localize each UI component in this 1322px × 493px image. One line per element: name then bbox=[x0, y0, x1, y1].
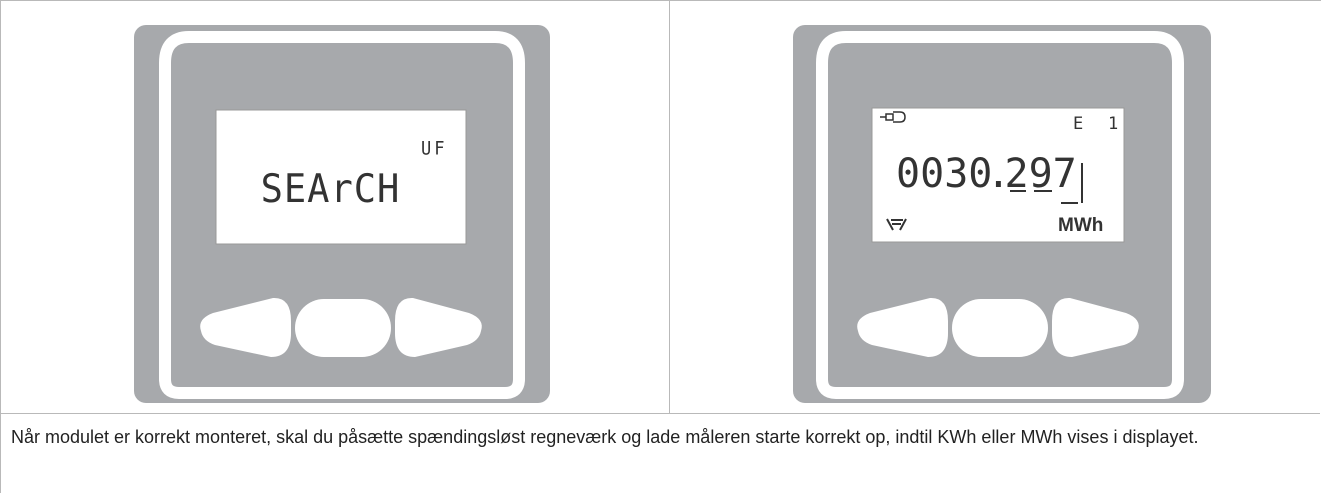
lcd-main-text: SEArCH bbox=[261, 167, 401, 212]
meter-panel-reading: E 1 0030.297 MWh bbox=[670, 1, 1322, 414]
lcd-digit: 0 bbox=[896, 151, 920, 197]
meter-panel-search: UF SEArCH bbox=[1, 1, 670, 414]
lcd-register-number: 1 bbox=[1108, 114, 1118, 134]
illustration-table: UF SEArCH bbox=[0, 0, 1321, 414]
lcd-digit: 0 bbox=[920, 151, 944, 197]
lcd-tariff-symbol: E bbox=[1073, 114, 1083, 134]
lcd-digit: 9 bbox=[1029, 151, 1053, 197]
caption-text: Når modulet er korrekt monteret, skal du… bbox=[11, 425, 1301, 450]
lcd-digit: 3 bbox=[944, 151, 968, 197]
lcd-digit: 7 bbox=[1053, 151, 1077, 197]
meter-illustration-reading bbox=[670, 1, 1322, 414]
lcd-digit: 2 bbox=[1004, 151, 1028, 197]
center-button bbox=[952, 299, 1048, 357]
lcd-unit: MWh bbox=[1058, 215, 1103, 237]
lcd-digits: 0030.297 bbox=[896, 151, 1077, 197]
lcd-indicator: UF bbox=[421, 138, 447, 160]
center-button bbox=[295, 299, 391, 357]
